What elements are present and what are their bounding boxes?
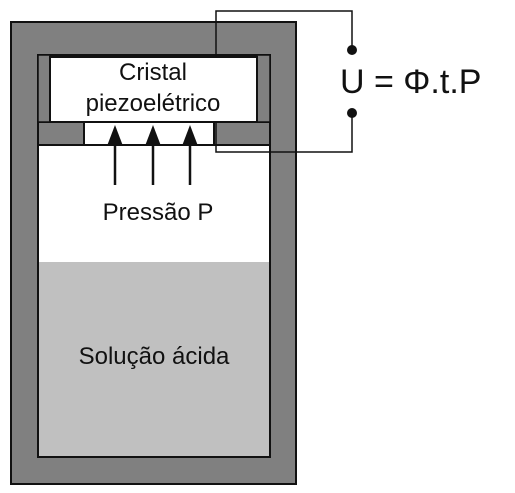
pressure-arrows	[107, 125, 198, 185]
bottom-wire	[215, 113, 353, 153]
crystal-label-line2: piezoelétrico	[86, 90, 221, 117]
bottom-terminal	[347, 108, 357, 118]
pressure-arrowhead-2	[145, 125, 161, 146]
pressure-arrowhead-1	[107, 125, 123, 146]
voltage-equation: U = Φ.t.P	[340, 63, 481, 101]
solution-label: Solução ácida	[79, 343, 230, 370]
left-spacer	[37, 54, 51, 123]
pressure-label: Pressão P	[103, 199, 214, 226]
left-support-ledge	[37, 121, 85, 146]
right-spacer	[256, 54, 271, 123]
right-support-ledge	[213, 121, 271, 146]
top-wire	[215, 10, 353, 57]
crystal-label-line1: Cristal	[119, 59, 187, 86]
acid-solution	[39, 262, 269, 456]
piezoelectric-crystal	[49, 56, 258, 123]
pressure-arrowhead-3	[182, 125, 198, 146]
top-terminal	[347, 45, 357, 55]
